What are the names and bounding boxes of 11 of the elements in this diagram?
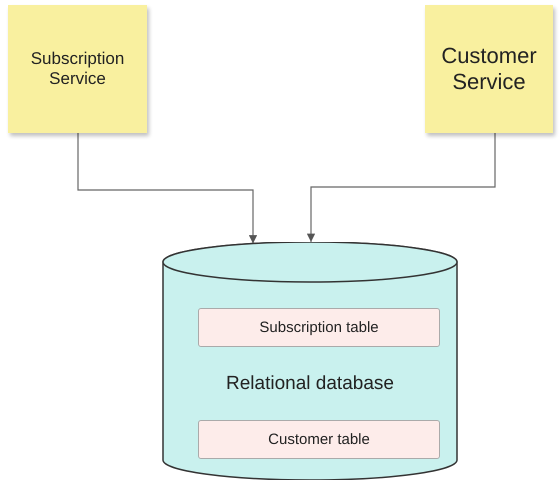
table-box	[198, 420, 440, 459]
sticky-note	[425, 5, 553, 133]
note-text: Subscription Service	[30, 48, 126, 90]
database-label: Relational database	[225, 373, 395, 396]
arrow	[77, 133, 258, 244]
note-text: Customer Service	[440, 42, 538, 96]
arrow	[306, 133, 496, 242]
table-label: Customer table	[268, 430, 370, 448]
table-box	[198, 308, 440, 347]
table-label: Subscription table	[259, 318, 379, 336]
sticky-note	[8, 5, 147, 133]
